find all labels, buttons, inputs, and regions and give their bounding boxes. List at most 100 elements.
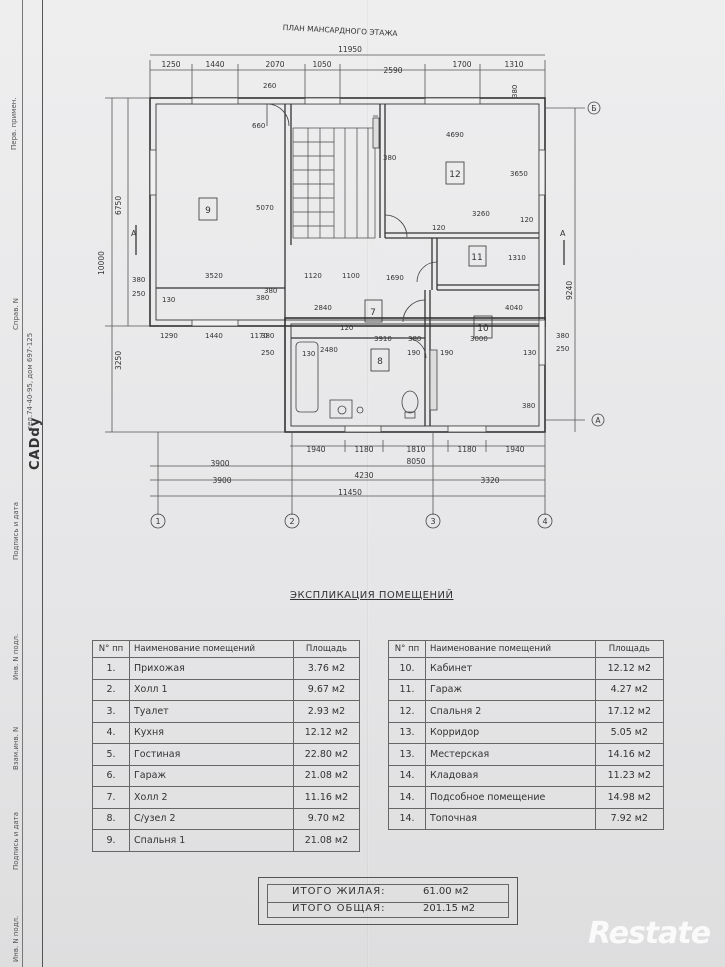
stamp-podp2: Подпись и дата [12,812,20,870]
axis-1-label: 1 [155,517,160,526]
room-name: Кухня [129,721,294,744]
dim-bottom-2: 1180 [354,445,373,454]
dim-3910: 3910 [374,335,392,343]
axis-b-label: Б [591,104,596,113]
room-10-label: 10 [477,324,489,334]
room-8-label: 8 [377,357,383,367]
section-left-label: А [131,229,137,238]
dim-250a: 250 [261,349,274,357]
room-name: Холл 2 [129,786,294,809]
room-11-label: 11 [471,253,482,263]
room-name: Спальня 1 [129,829,294,852]
dim-120b: 120 [520,216,533,224]
room-area: 14.16 м2 [594,743,665,766]
room-name: Кладовая [425,764,596,787]
axis-b-marker [587,101,601,115]
dim-bottom-1: 1940 [306,445,325,454]
dim-260: 260 [263,82,276,90]
row-number: 13. [388,721,426,744]
room-name: Спальня 2 [425,700,596,723]
room-name: Корридор [425,721,596,744]
dim-left-3250: 3250 [114,351,123,370]
dim-380b: 380 [264,287,277,295]
explication-table-left: N° пп Наименование помещений Площадь 1.П… [92,640,361,852]
dim-380f: 380 [261,332,274,340]
watermark: Restate [588,916,711,951]
room-12-label: 12 [449,170,460,180]
stamp-strip: Перв. примен. тел.74-40-95, дом 697-125 … [4,0,43,967]
total-general-value: 201.15 м2 [423,903,476,914]
room-name: С/узел 2 [129,807,294,830]
row-number: 1. [92,657,130,680]
plan-title: ПЛАН МАНСАРДНОГО ЭТАЖА [282,23,398,38]
table-header-row: N° пп Наименование помещений Площадь [92,640,361,658]
row-number: 8. [92,807,130,830]
room-area: 5.05 м2 [594,721,665,744]
dim-bottom-8050: 8050 [406,457,425,466]
room-area: 9.70 м2 [292,807,361,830]
dim-top-7: 1310 [504,60,523,69]
room-name: Местерская [425,743,596,766]
row-number: 6. [92,764,130,787]
axis-2-label: 2 [289,517,294,526]
dim-1290: 1290 [160,332,178,340]
totals-inner: ИТОГО ЖИЛАЯ: 61.00 м2 ИТОГО ОБЩАЯ: 201.1… [267,884,509,918]
dim-top-4: 1050 [312,60,331,69]
room-area: 3.76 м2 [292,657,361,680]
stamp-column-1 [4,0,23,967]
doors [266,103,438,359]
room-name: Гараж [425,678,596,701]
dim-bottom-3900a: 3900 [210,459,229,468]
dim-top-1: 1250 [161,60,180,69]
dim-130b: 130 [523,349,536,357]
room-7-label: 7 [370,308,376,318]
left-dimensions [105,97,285,433]
row-number: 11. [388,678,426,701]
dim-130c: 130 [302,350,315,358]
table-header-row: N° пп Наименование помещений Площадь [388,640,665,658]
dim-190b: 190 [440,349,453,357]
dim-130a: 130 [162,296,175,304]
explication-table-right: N° пп Наименование помещений Площадь 10.… [388,640,665,830]
room-name: Гостиная [129,743,294,766]
dim-190a: 190 [407,349,420,357]
dim-top-3: 2070 [265,60,284,69]
row-number: 7. [92,786,130,809]
dim-3650: 3650 [510,170,528,178]
dim-380h: 380 [132,276,145,284]
outer-walls [149,97,546,433]
dim-3260: 3260 [472,210,490,218]
room-name: Подсобное помещение [425,786,596,809]
header-area: Площадь [594,640,665,658]
room-area: 14.98 м2 [594,786,665,809]
room-name: Гараж [129,764,294,787]
dim-5070: 5070 [256,204,274,212]
total-general-row: ИТОГО ОБЩАЯ: 201.15 м2 [268,902,508,919]
interior-walls [156,104,539,426]
row-number: 4. [92,721,130,744]
room-area: 21.08 м2 [292,829,361,852]
dim-top-total: 11950 [338,45,362,54]
header-name: Наименование помещений [129,640,294,658]
explication-title: ЭКСПЛИКАЦИЯ ПОМЕЩЕНИЙ [290,590,454,601]
dim-2480: 2480 [320,346,338,354]
room-area: 9.67 м2 [292,678,361,701]
dim-left-250: 250 [132,290,145,298]
bottom-dimensions [150,432,546,515]
dim-120c: 120 [340,324,353,332]
dim-4040: 4040 [505,304,523,312]
row-number: 3. [92,700,130,723]
header-num: N° пп [388,640,426,658]
floor-plan: ПЛАН МАНСАРДНОГО ЭТАЖА 1250 1440 2070 10… [97,23,605,529]
axis-3-label: 3 [430,517,435,526]
